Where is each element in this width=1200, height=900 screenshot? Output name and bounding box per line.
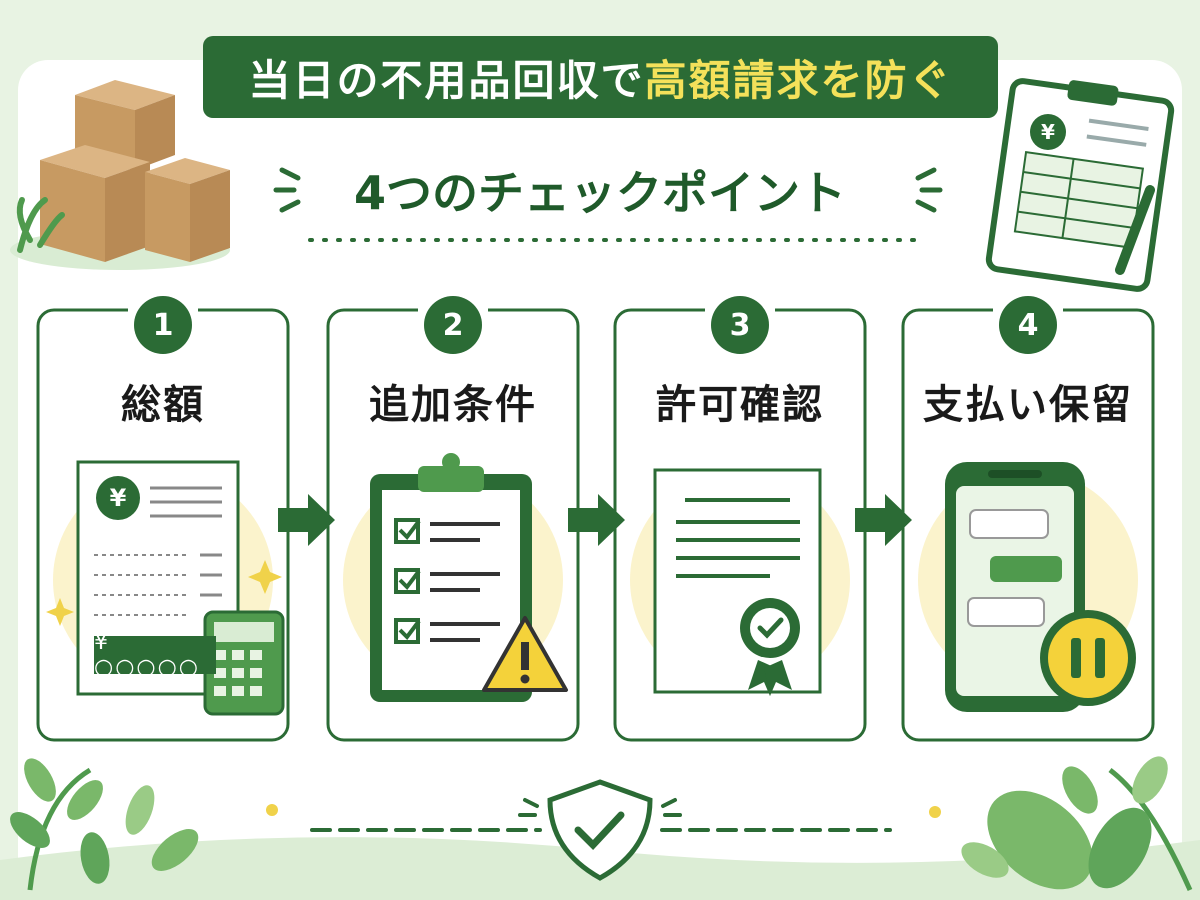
seal-check-icon bbox=[740, 598, 800, 696]
calculator-icon bbox=[203, 610, 285, 716]
step-title-1: 総額 bbox=[121, 382, 205, 428]
step-title-4: 支払い保留 bbox=[923, 382, 1133, 428]
certificate-icon bbox=[653, 468, 822, 694]
step-number-3: 3 bbox=[711, 296, 769, 354]
main-panel bbox=[18, 60, 1182, 890]
title-main: 当日の不用品回収で bbox=[248, 55, 645, 105]
checklist-clipboard-icon bbox=[370, 453, 532, 702]
leaf-icon bbox=[10, 756, 1193, 892]
boxes-icon bbox=[10, 80, 230, 270]
warning-icon bbox=[482, 616, 568, 692]
shield-check-icon bbox=[547, 779, 653, 881]
receipt-amount: ¥ ○○○○○ bbox=[94, 630, 216, 680]
pause-icon bbox=[1040, 610, 1136, 706]
receipt-yen-icon: ¥ bbox=[96, 476, 140, 520]
step-number-2: 2 bbox=[424, 296, 482, 354]
subtitle: 4つのチェックポイント bbox=[353, 166, 846, 220]
subtitle-decoration bbox=[273, 167, 943, 213]
invoice-clipboard-icon bbox=[985, 78, 1175, 292]
sparkle-icon bbox=[46, 560, 282, 626]
step-title-3: 許可確認 bbox=[656, 382, 824, 428]
step-number-4: 4 bbox=[999, 296, 1057, 354]
arrow-right-icon bbox=[278, 494, 912, 546]
step-number-1: 1 bbox=[134, 296, 192, 354]
step-title-2: 追加条件 bbox=[369, 382, 537, 428]
clipboard-yen-icon: ¥ bbox=[1030, 114, 1066, 150]
title-banner: 当日の不用品回収で 高額請求を防ぐ bbox=[203, 36, 998, 118]
title-accent: 高額請求を防ぐ bbox=[644, 55, 953, 105]
